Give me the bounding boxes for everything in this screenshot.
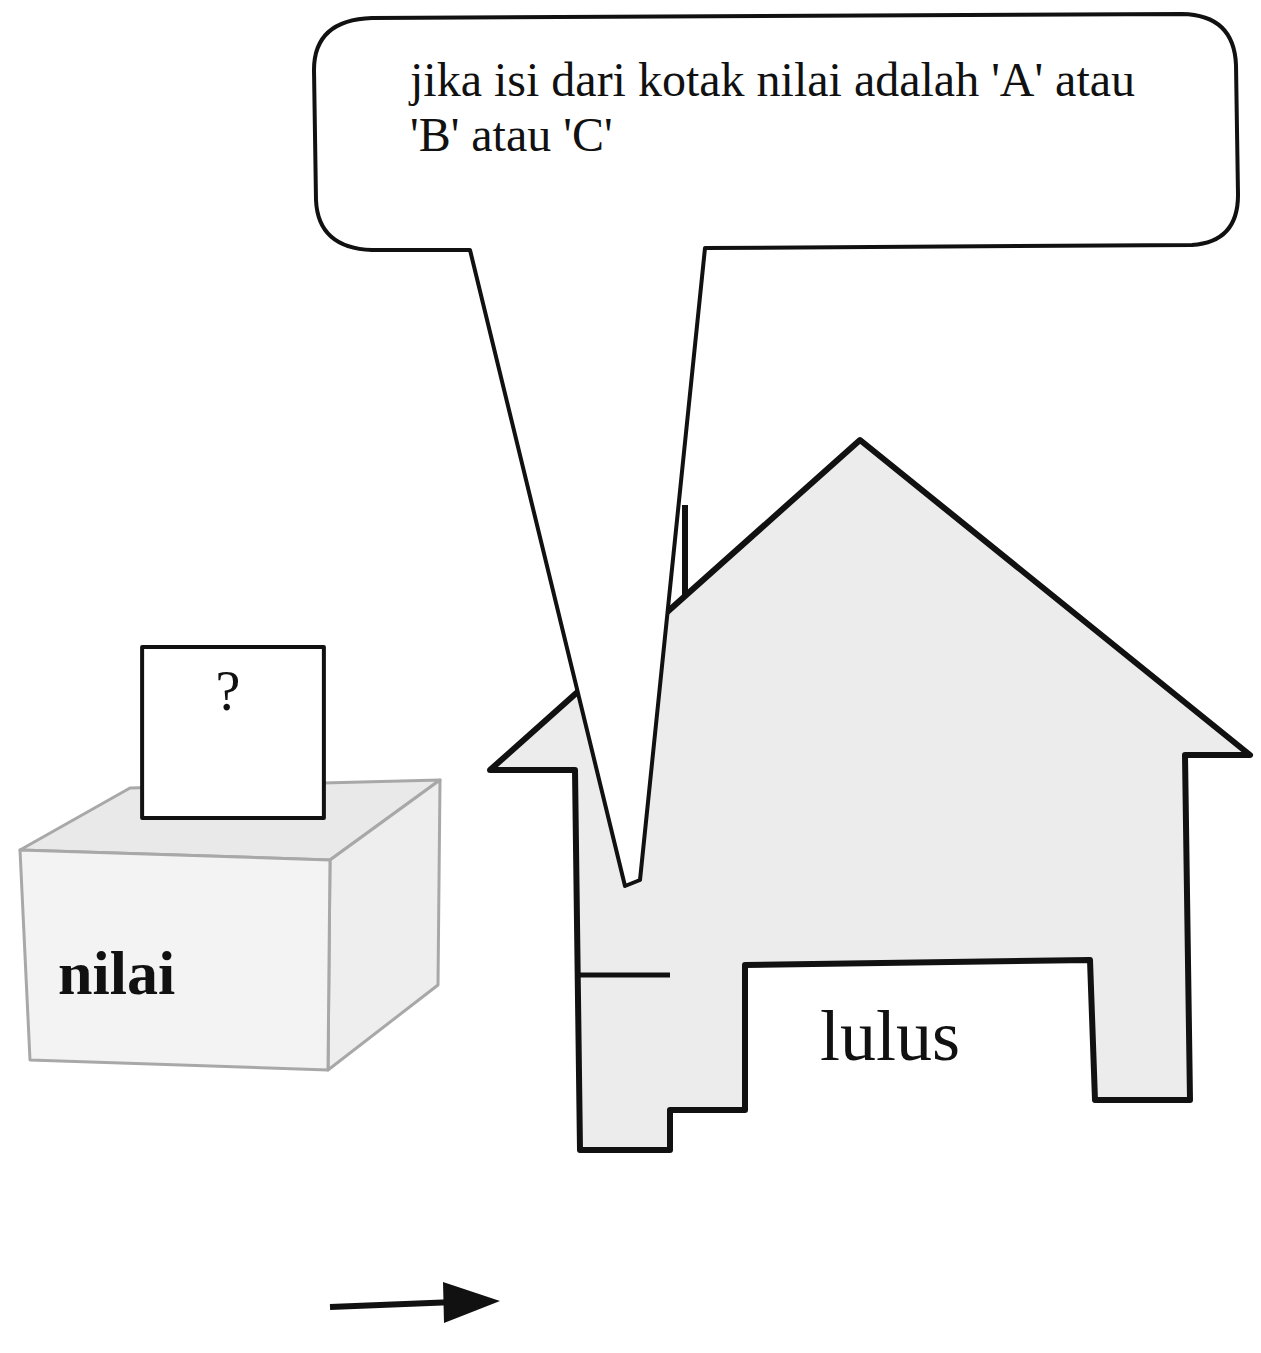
box-side (328, 780, 440, 1070)
arrow-head (443, 1282, 500, 1323)
box-front (20, 850, 330, 1070)
node-label: jika isi dari kotak nilai adalah 'A' ata… (410, 52, 1170, 162)
question-card: ? (140, 645, 326, 820)
node-label: lulus (820, 995, 960, 1078)
chimney-line (682, 505, 688, 596)
speech-bubble: jika isi dari kotak nilai adalah 'A' ata… (312, 10, 1238, 252)
arrow-shaft (330, 1302, 455, 1307)
node-label: ? (140, 659, 316, 723)
house-outline (490, 440, 1250, 1150)
door-line (580, 973, 670, 978)
node-label: nilai (58, 938, 175, 1009)
